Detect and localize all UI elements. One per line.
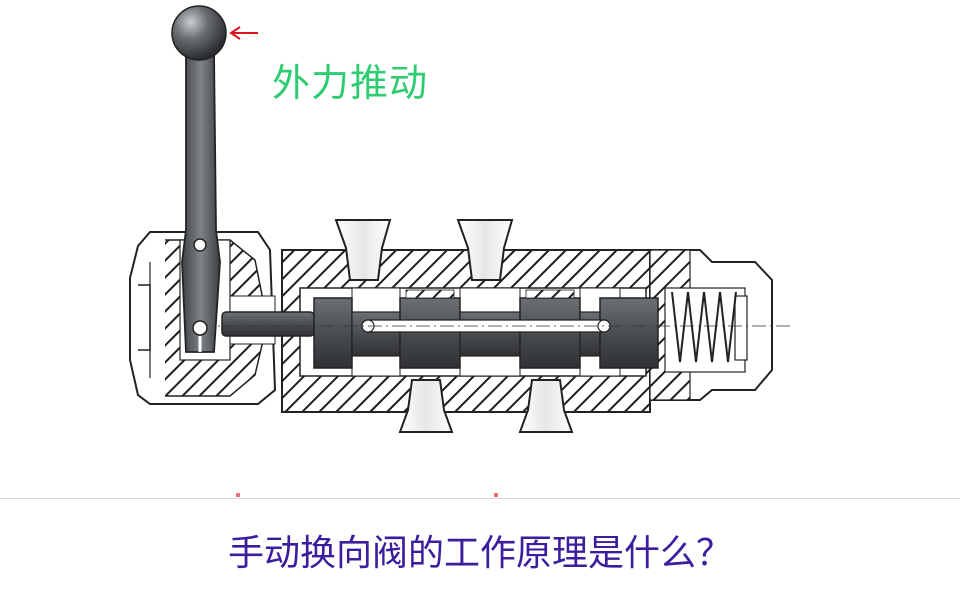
port-top-right	[456, 219, 514, 281]
red-mark	[236, 493, 240, 497]
port-bottom-left	[398, 379, 454, 433]
port-top-left	[334, 219, 392, 281]
right-end-cap	[649, 249, 773, 401]
spool	[221, 289, 659, 369]
return-spring	[671, 291, 737, 363]
force-label: 外力推动	[272, 61, 429, 105]
divider	[0, 498, 960, 499]
handle-ball	[171, 5, 227, 61]
force-arrow	[229, 26, 258, 40]
handle-lever	[181, 51, 221, 353]
red-mark	[494, 493, 498, 497]
port-bottom-right	[518, 379, 574, 433]
caption: 手动换向阀的工作原理是什么？	[227, 533, 732, 574]
